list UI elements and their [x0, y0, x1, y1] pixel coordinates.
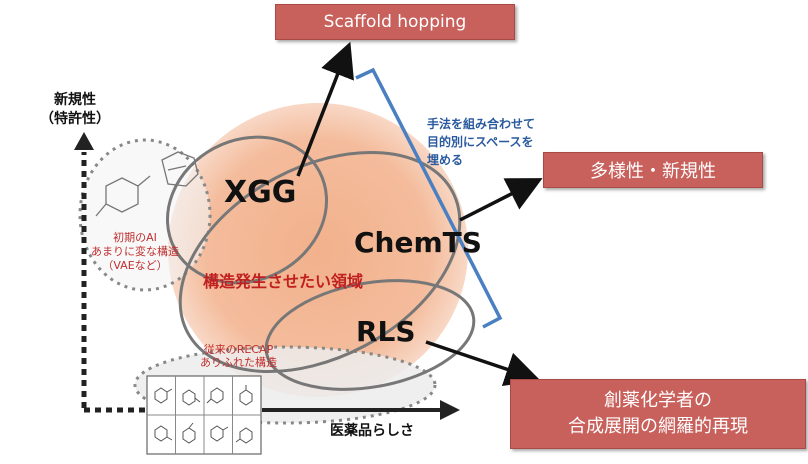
scope-bracket	[355, 67, 503, 329]
target-region	[168, 103, 468, 397]
early-ai-label: 初期のAI あまりに変な構造 （VAEなど）	[91, 231, 179, 273]
recap-label-line1: 従来のRECAP	[203, 343, 274, 356]
recap-label: 従来のRECAP ありふれた構造	[200, 343, 277, 369]
combination-note-line3: 埋める	[427, 153, 464, 167]
xgg-label: XGG	[224, 175, 297, 210]
early-ai-label-line3: （VAEなど）	[102, 259, 168, 272]
recap-outline	[133, 345, 437, 425]
x-axis-label: 医薬品らしさ	[330, 423, 414, 439]
chemts-label: ChemTS	[354, 226, 482, 259]
arrow-to-scaffold-hopping	[296, 41, 354, 177]
arrow-to-diversity	[459, 178, 543, 222]
chemist-box-line1: 創薬化学者の	[604, 390, 712, 411]
diversity-novelty-box: 多様性・新規性	[543, 152, 763, 188]
arrow-to-chemist	[425, 340, 541, 387]
rls-region	[264, 279, 476, 391]
y-axis-label: 新規性 （特許性）	[40, 91, 110, 129]
early-ai-label-line2: あまりに変な構造	[91, 245, 179, 258]
y-axis-label-line2: （特許性）	[40, 111, 110, 127]
xgg-region	[165, 135, 329, 285]
chemist-box-line2: 合成展開の網羅的再現	[568, 416, 748, 437]
combination-note-line2: 目的別にスペースを	[427, 135, 534, 149]
early-ai-molecule-2	[161, 151, 199, 187]
scaffold-hopping-box: Scaffold hopping	[275, 4, 515, 40]
recap-label-line2: ありふれた構造	[200, 356, 277, 369]
combination-note: 手法を組み合わせて 目的別にスペースを 埋める	[427, 115, 535, 169]
recap-structure-grid	[146, 375, 262, 455]
chemist-reproduction-box: 創薬化学者の 合成展開の網羅的再現	[510, 379, 806, 449]
early-ai-molecule-1	[95, 175, 151, 217]
y-axis-label-line1: 新規性	[54, 92, 96, 108]
target-region-label: 構造発生させたい領域	[203, 272, 364, 291]
rls-label: RLS	[356, 315, 416, 348]
chemts-region	[178, 150, 462, 374]
x-axis-arrowhead	[440, 400, 460, 420]
early-ai-label-line1: 初期のAI	[113, 231, 157, 244]
y-axis-arrowhead	[74, 132, 94, 150]
combination-note-line1: 手法を組み合わせて	[427, 117, 536, 131]
